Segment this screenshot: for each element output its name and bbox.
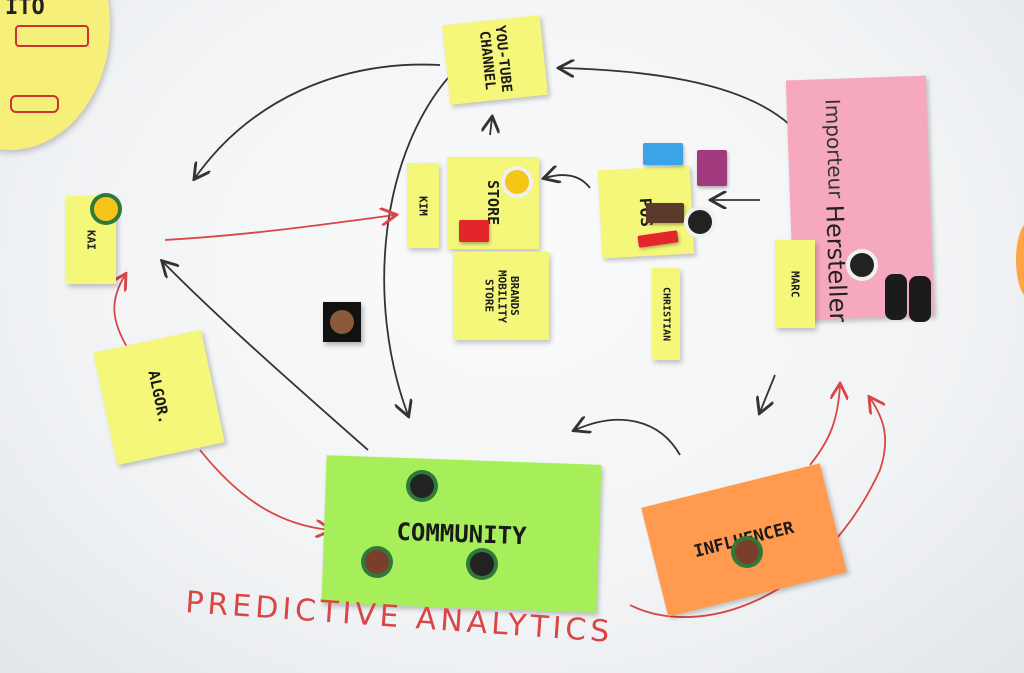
corner-sticker-text: ITO bbox=[5, 0, 45, 20]
arrow-store-to-youtube bbox=[490, 118, 492, 136]
lego-figure-icon bbox=[505, 170, 529, 194]
lego-brick-icon bbox=[697, 150, 727, 186]
note-store-text: STORE bbox=[484, 180, 502, 226]
lego-brick-icon bbox=[643, 143, 683, 165]
lego-figure-icon bbox=[735, 540, 759, 564]
note-community-text: COMMUNITY bbox=[396, 517, 527, 551]
arrow-pos-to-store bbox=[545, 175, 591, 189]
binoculars-icon bbox=[883, 272, 935, 324]
arrow-influencer-to-hersteller bbox=[809, 385, 840, 466]
note-algor-text: ALGOR. bbox=[144, 369, 174, 426]
note-kim: KIM bbox=[407, 163, 439, 248]
edge-sticker bbox=[1016, 220, 1024, 300]
arrow-youtube-to-kai bbox=[195, 63, 441, 178]
lego-brick-icon bbox=[646, 203, 684, 223]
note-youtube-channel: YOU-TUBE CHANNEL bbox=[442, 15, 548, 105]
figure-tile bbox=[323, 302, 361, 342]
arrow-algor-to-community bbox=[199, 449, 330, 530]
lego-figure-icon bbox=[470, 552, 494, 576]
arrow-youtube-to-community bbox=[383, 69, 456, 415]
corner-sticker: ITO bbox=[0, 0, 110, 150]
note-christian-text: CHRISTIAN bbox=[660, 286, 672, 342]
arrow-algor-to-kai bbox=[114, 275, 131, 353]
arrow-influencer-to-community bbox=[575, 420, 681, 456]
arrow-hersteller-to-youtube bbox=[560, 68, 791, 126]
note-kai-text: KAI bbox=[84, 230, 98, 250]
corner-doodle-car bbox=[10, 95, 59, 113]
lego-figure-icon bbox=[688, 210, 712, 234]
note-christian: CHRISTIAN bbox=[652, 268, 680, 360]
lego-figure-icon bbox=[365, 550, 389, 574]
corner-doodle bbox=[15, 25, 89, 47]
note-youtube-channel-text: YOU-TUBE CHANNEL bbox=[476, 24, 515, 94]
note-marc: MARC bbox=[775, 240, 815, 328]
note-community: COMMUNITY bbox=[321, 455, 602, 613]
note-kim-text: KIM bbox=[416, 195, 430, 216]
note-hersteller-text: Hersteller bbox=[820, 204, 853, 323]
lego-figure-icon bbox=[850, 253, 874, 277]
note-algor: ALGOR. bbox=[93, 329, 225, 466]
note-brands-text: BRANDS MOBILITY STORE bbox=[482, 269, 521, 323]
arrow-kai-to-kim bbox=[164, 215, 395, 241]
arrow-community-to-kai bbox=[163, 262, 369, 451]
arrow-marc-down bbox=[760, 374, 776, 412]
lego-figure-icon bbox=[330, 310, 354, 334]
note-marc-text: MARC bbox=[788, 270, 802, 298]
note-importeur-text: Importeur bbox=[820, 98, 848, 199]
note-brands-mobility-store: BRANDS MOBILITY STORE bbox=[453, 252, 549, 340]
lego-brick-icon bbox=[459, 220, 489, 242]
lego-figure-icon bbox=[94, 197, 118, 221]
lego-figure-icon bbox=[410, 474, 434, 498]
